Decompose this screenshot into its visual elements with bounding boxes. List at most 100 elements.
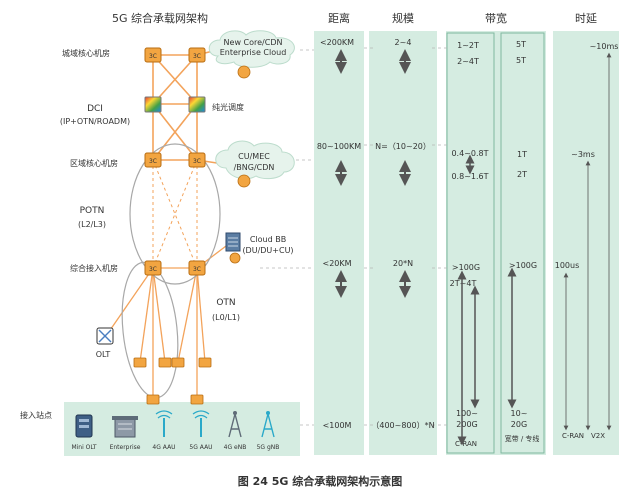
figure-caption: 图 24 5G 综合承载网架构示意图 [238,474,402,488]
region-room-label: 区域核心机房 [70,158,118,168]
optical-scheduling-label: 纯光调度 [212,102,244,112]
region-router-right: 3C [188,152,206,168]
bandwidth-left-frame [446,32,495,454]
potn-sub-label: (L2/L3) [78,220,106,229]
distance-header: 距离 [328,11,350,25]
scale-access: 20*N [393,259,413,268]
cloud-bb-line2: (DU/DU+CU) [242,246,293,255]
bandwidth-left-4: 0.8~1.6T [451,172,488,181]
svg-text:3C: 3C [149,266,157,273]
bandwidth-left-5: >100G [452,263,480,272]
distance-column [314,31,364,455]
bandwidth-header: 带宽 [485,11,507,25]
potn-label: POTN [80,206,105,216]
access-room-label: 综合接入机房 [70,263,118,273]
latency-region: ~3ms [571,150,595,159]
bandwidth-right-4: 2T [517,170,527,179]
cloud-bb-server [225,232,241,252]
mec-cloud [215,140,295,180]
site-4g-enb-label: 4G eNB [224,444,247,451]
distance-access: <20KM [322,259,351,268]
latency-cran-label: C-RAN [562,432,584,440]
mec-cloud-router [237,174,251,188]
5g-aau-icon [192,410,210,437]
cloud-bb-router [229,252,241,264]
bandwidth-cran-label: C-RAN [455,440,477,448]
mini-olt-icon [75,414,93,438]
enterprise-icon [112,416,138,438]
sites-label: 接入站点 [20,410,52,420]
latency-access: 100us [555,261,580,270]
otn-sub-label: (L0/L1) [212,313,240,322]
olt-node [96,327,114,345]
bandwidth-left-1: 1~2T [457,41,479,50]
latency-v2x-label: V2X [591,432,605,440]
latency-core: ~10ms [590,42,619,51]
bandwidth-left-3: 0.4~0.8T [451,149,488,158]
svg-text:3C: 3C [149,53,157,60]
mec-cloud-line1: CU/MEC [238,152,270,161]
bandwidth-right-2: 5T [516,56,526,65]
4g-enb-icon [228,411,242,438]
svg-text:3C: 3C [193,266,201,273]
svg-text:3C: 3C [149,158,157,165]
access-router-right: 3C [188,260,206,276]
region-router-left: 3C [144,152,162,168]
cloud-bb-line1: Cloud BB [250,235,286,244]
otn-label: OTN [216,298,235,308]
site-5g-gnb-label: 5G gNB [257,444,280,451]
core-room-label: 城域核心机房 [62,48,110,58]
distance-core: <200KM [320,38,354,47]
mec-cloud-line2: /BNG/CDN [234,163,275,172]
bandwidth-right-7: 20G [511,420,527,429]
bandwidth-right-frame [500,32,545,454]
site-enterprise-label: Enterprise [110,444,141,451]
dci-sub-label: (IP+OTN/ROADM) [60,117,130,126]
diagram-title: 5G 综合承载网架构 [112,11,208,25]
bandwidth-arrows [457,154,517,446]
access-site-band [64,402,300,456]
leaf-routers [133,357,212,405]
latency-arrows [563,52,612,431]
access-router-left: 3C [144,260,162,276]
bandwidth-right-6: 10~ [511,409,528,418]
core-cloud-line2: Enterprise Cloud [220,48,287,57]
core-cloud-line1: New Core/CDN [224,38,283,47]
bandwidth-left-8: 200G [456,420,477,429]
otn-ring [121,261,179,399]
core-cloud [208,30,295,68]
potn-links [152,159,198,269]
site-5g-aau-label: 5G AAU [189,444,212,451]
potn-ring [129,143,221,285]
core-links [152,47,231,166]
bandwidth-broadband-label: 宽带 / 专线 [505,434,540,443]
dci-label: DCI [87,104,103,114]
bandwidth-left-7: 100~ [456,409,478,418]
scale-core: 2~4 [395,38,412,47]
svg-text:3C: 3C [193,158,201,165]
core-router-right: 3C [188,47,206,63]
site-mini-olt-label: Mini OLT [71,444,96,451]
bandwidth-left-6: 2T~4T [450,279,477,288]
core-cloud-router [237,65,251,79]
site-4g-aau-label: 4G AAU [152,444,175,451]
distance-site: <100M [323,421,352,430]
bandwidth-right-3: 1T [517,150,527,159]
latency-header: 时延 [575,12,597,25]
distance-region: 80~100KM [317,142,361,151]
bandwidth-right-1: 5T [516,40,526,49]
scale-site: （400~800）*N [371,421,434,430]
dci-oxc-right [188,96,206,113]
scale-column [369,31,437,455]
olt-label: OLT [96,350,111,359]
scale-region: N=（10~20） [375,142,431,151]
level-guides [260,47,448,426]
5g-gnb-icon [261,411,275,438]
svg-text:3C: 3C [193,53,201,60]
bandwidth-column [446,31,546,455]
bandwidth-left-2: 2~4T [457,57,479,66]
bandwidth-right-5: >100G [509,261,537,270]
dci-oxc-left [144,96,162,113]
4g-aau-icon [155,410,173,437]
